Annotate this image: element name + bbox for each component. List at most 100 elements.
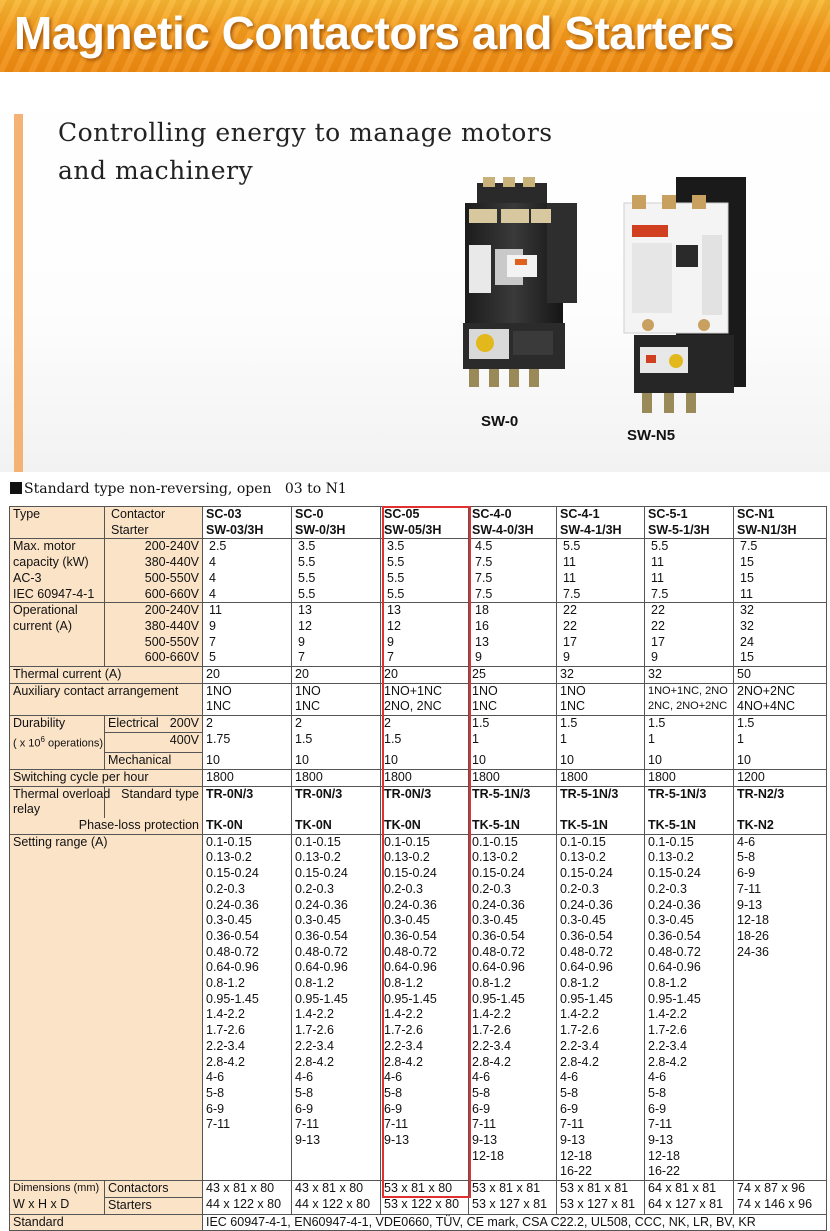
setting-range: 0.15-0.24	[468, 866, 557, 882]
current-a: 7	[202, 634, 292, 651]
starter-model: SW-4-1/3H	[556, 522, 645, 540]
label-cell	[9, 522, 105, 540]
switching-label: Switching cycle per hour	[9, 768, 203, 787]
setting-range: 5-8	[202, 1085, 292, 1102]
setting-range: 0.13-0.2	[380, 850, 469, 867]
overload-phase-loss: TK-0N	[202, 818, 292, 835]
durability-electrical-400: 1	[644, 732, 734, 753]
durability-mechanical: 10	[202, 752, 292, 770]
current-a: 15	[733, 650, 827, 668]
thermal-current: 20	[380, 666, 469, 684]
thermal-current-label: Thermal current (A)	[9, 666, 203, 684]
setting-label	[9, 1007, 203, 1024]
setting-range: 0.1-0.15	[202, 833, 292, 851]
durability-electrical-400: 1.5	[291, 732, 381, 753]
auxiliary-label: Auxiliary contact arrangement	[9, 682, 203, 700]
setting-range: 7-11	[202, 1117, 292, 1134]
setting-range: 5-8	[556, 1085, 645, 1102]
dimension-contactor: 43 x 81 x 80	[291, 1180, 381, 1198]
motor-label: capacity (kW)	[9, 555, 105, 571]
motor-kw: 7.5	[468, 570, 557, 587]
table-cell	[380, 802, 469, 819]
table-cell	[291, 1148, 381, 1165]
auxiliary-contact: 2NO+2NC	[733, 682, 827, 700]
setting-range: 2.2-3.4	[556, 1038, 645, 1055]
motor-voltage: 600-660V	[104, 586, 203, 604]
motor-kw: 4	[202, 570, 292, 587]
current-a: 17	[556, 634, 645, 651]
setting-range: 1.4-2.2	[202, 1007, 292, 1024]
setting-range: 0.24-0.36	[291, 897, 381, 914]
thermal-current: 32	[644, 666, 734, 684]
setting-range: 0.3-0.45	[644, 913, 734, 929]
dimension-starter: 74 x 146 x 96	[733, 1197, 827, 1215]
thermal-current: 32	[556, 666, 645, 684]
current-voltage: 600-660V	[104, 650, 203, 668]
setting-range: 6-9	[556, 1101, 645, 1118]
setting-label	[9, 1070, 203, 1086]
setting-range: 7-11	[380, 1117, 469, 1134]
dimensions-label: Dimensions (mm)	[9, 1180, 105, 1198]
durability-electrical-400: 1.5	[380, 732, 469, 753]
durability-electrical-200: 2	[380, 715, 469, 733]
setting-range: 1.7-2.6	[468, 1023, 557, 1039]
standard-label: Standard	[9, 1213, 203, 1231]
motor-kw: 7.5	[468, 586, 557, 604]
setting-range: 7-11	[733, 881, 827, 898]
setting-range: 7-11	[644, 1117, 734, 1134]
durability-mechanical: 10	[291, 752, 381, 770]
motor-kw: 7.5	[556, 586, 645, 604]
setting-range: 0.24-0.36	[202, 897, 292, 914]
dimension-contactor: 74 x 87 x 96	[733, 1180, 827, 1198]
table-cell	[202, 1148, 292, 1165]
table-cell	[733, 1085, 827, 1102]
setting-range: 12-18	[468, 1148, 557, 1165]
motor-kw: 4.5	[468, 538, 557, 556]
motor-label: Max. motor	[9, 538, 105, 556]
auxiliary-contact: 2NO, 2NC	[380, 699, 469, 717]
current-a: 9	[556, 650, 645, 668]
setting-label	[9, 1148, 203, 1165]
setting-range: 7-11	[468, 1117, 557, 1134]
motor-label: IEC 60947-4-1	[9, 586, 105, 604]
setting-range: 6-9	[644, 1101, 734, 1118]
setting-label	[9, 1117, 203, 1134]
setting-range: 9-13	[380, 1133, 469, 1149]
setting-range: 1.7-2.6	[202, 1023, 292, 1039]
setting-label	[9, 1054, 203, 1071]
setting-range: 4-6	[380, 1070, 469, 1086]
starter-label: Starter	[104, 522, 203, 540]
auxiliary-contact: 1NO	[556, 682, 645, 700]
table-cell	[291, 802, 381, 819]
contactor-model: SC-5-1	[644, 505, 734, 523]
motor-kw: 2.5	[202, 538, 292, 556]
table-cell	[733, 1164, 827, 1182]
table-cell	[468, 1164, 557, 1182]
current-voltage: 380-440V	[104, 618, 203, 635]
motor-kw: 11	[644, 570, 734, 587]
setting-range: 0.95-1.45	[556, 991, 645, 1008]
table-cell	[733, 1117, 827, 1134]
setting-range: 12-18	[733, 913, 827, 929]
v200-label: 200V	[169, 716, 199, 731]
type-label: Type	[9, 505, 105, 523]
durability-sublabel: ( x 106 operations)	[9, 732, 105, 753]
phase-loss-label: Phase-loss protection	[9, 818, 203, 835]
contactor-model: SC-03	[202, 505, 292, 523]
current-a: 13	[468, 634, 557, 651]
current-a: 9	[380, 634, 469, 651]
table-cell	[556, 802, 645, 819]
setting-range: 0.36-0.54	[556, 928, 645, 945]
current-a: 13	[291, 602, 381, 619]
